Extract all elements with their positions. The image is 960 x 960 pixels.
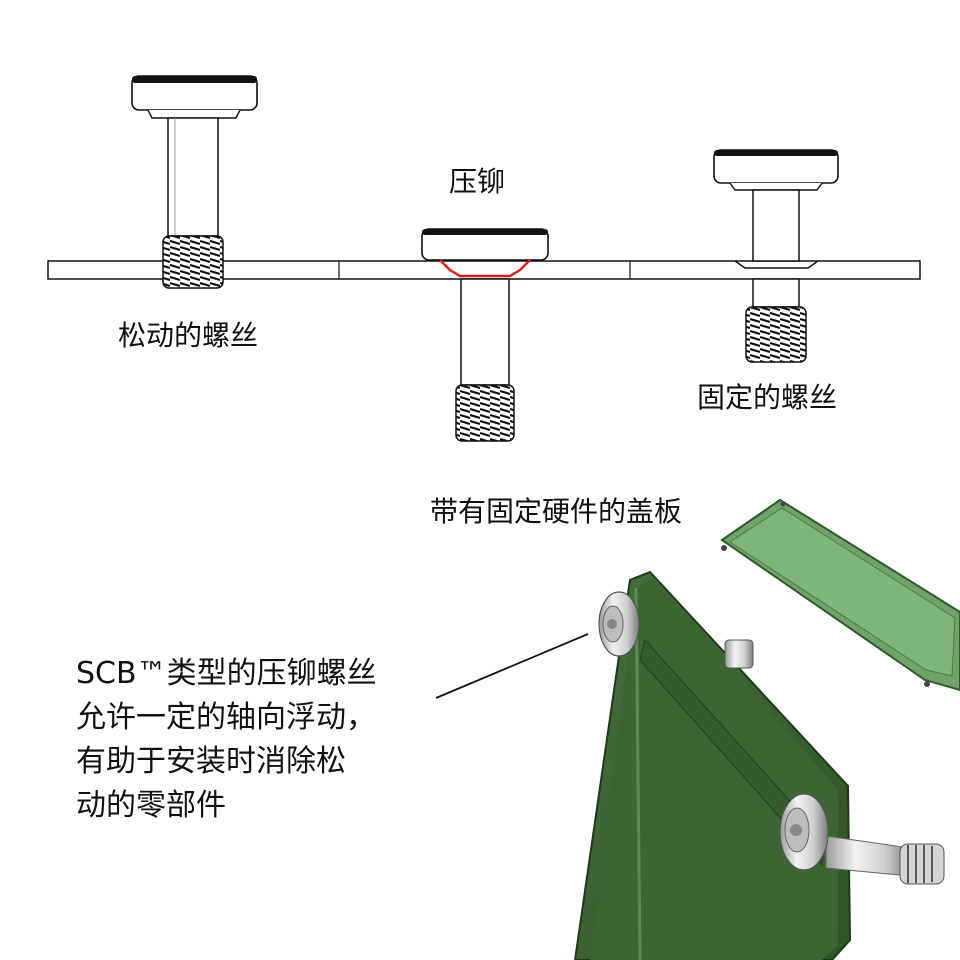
panel-screw-bottom: [779, 793, 945, 885]
loose-screw: [131, 75, 258, 289]
label-press-rivet: 压铆: [449, 165, 506, 198]
press-rivet-screw: [421, 228, 549, 442]
description-line: 有助于安装时消除松: [76, 744, 346, 779]
label-cover-with-hardware: 带有固定硬件的盖板: [430, 495, 683, 528]
green-panel: [573, 570, 852, 960]
callout-line: [435, 633, 589, 699]
description-line: 允许一定的轴向浮动，: [76, 700, 376, 735]
label-loose-screw: 松动的螺丝: [118, 319, 259, 352]
rivet-flare: [439, 259, 531, 278]
label-fixed-screw: 固定的螺丝: [697, 381, 838, 414]
panel-screw-top: [598, 591, 754, 669]
cover-plate-floating: [720, 498, 960, 692]
description-block: SCB™类型的压铆螺丝 允许一定的轴向浮动， 有助于安装时消除松 动的零部件: [76, 652, 377, 828]
description-line: 动的零部件: [76, 788, 226, 823]
fixed-screw: [713, 149, 839, 363]
description-line: SCB™类型的压铆螺丝: [76, 656, 377, 691]
